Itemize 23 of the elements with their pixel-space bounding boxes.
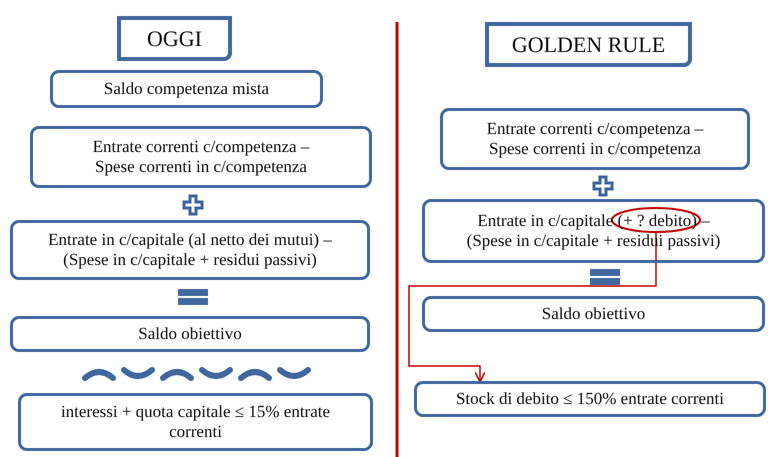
title-box [485, 22, 692, 67]
highlight-ellipse [611, 207, 701, 233]
step-text: Saldo competenza mista [104, 79, 270, 99]
step-box [440, 108, 750, 170]
title-text: GOLDEN RULE [512, 34, 666, 54]
step-box [10, 220, 370, 280]
step-box [30, 126, 372, 188]
title-text: OGGI [147, 28, 202, 48]
step-text: interessi + quota capitale ≤ 15% entrate correnti [60, 402, 332, 442]
step-box [50, 70, 323, 108]
step-box [10, 316, 370, 352]
step-text: Entrate in c/capitale (al netto dei mutui) – (Spese in c/capitale + residui passivi) [47, 230, 333, 270]
step-text: Saldo obiettivo [542, 304, 646, 324]
step-text: Stock di debito ≤ 150% entrate correnti [456, 389, 724, 409]
step-text: Entrate correnti c/competenza – Spese correnti in c/competenza [486, 119, 704, 159]
step-text: Saldo obiettivo [138, 324, 242, 344]
step-box [422, 199, 765, 263]
step-box [414, 381, 766, 417]
title-box [117, 16, 232, 61]
step-box [422, 296, 765, 332]
arrow [408, 232, 657, 383]
step-text: Entrate correnti c/competenza – Spese correnti in c/competenza [92, 137, 310, 177]
step-box [18, 393, 373, 451]
